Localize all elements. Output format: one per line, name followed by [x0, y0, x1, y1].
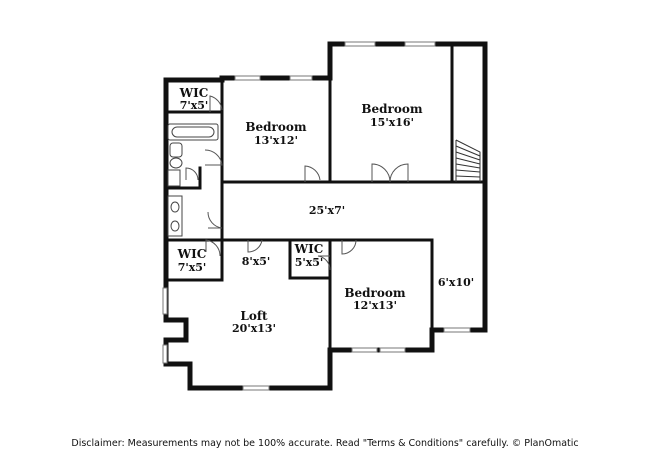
wic-left-label: WIC: [177, 247, 207, 261]
loft-size: 20'x13': [232, 322, 276, 335]
disclaimer-text: Disclaimer: Measurements may not be 100%…: [71, 438, 579, 449]
bedroom-left-size: 13'x12': [254, 134, 298, 147]
bedroom-lower-size: 12'x13': [353, 299, 397, 312]
wic-left-size: 7'x5': [178, 261, 207, 274]
hall-size: 25'x7': [309, 204, 345, 217]
room-labels: WIC 7'x5' Bedroom 13'x12' Bedroom 15'x16…: [177, 86, 474, 335]
wic-top-label: WIC: [179, 86, 209, 100]
loft-label: Loft: [240, 309, 268, 323]
wic-mid-size: 5'x5': [295, 256, 324, 269]
side-hall-size: 6'x10': [438, 276, 474, 289]
bedroom-lower-label: Bedroom: [344, 286, 405, 300]
wic-top-size: 7'x5': [180, 99, 209, 112]
bathroom-fixtures: [167, 123, 219, 237]
doors: [185, 95, 409, 271]
bedroom-left-label: Bedroom: [245, 120, 306, 134]
stairs: [455, 139, 481, 182]
nook-size: 8'x5': [242, 255, 271, 268]
interior-walls: [164, 42, 487, 352]
bedroom-main-size: 15'x16': [370, 116, 414, 129]
bedroom-main-label: Bedroom: [361, 102, 422, 116]
wic-mid-label: WIC: [294, 242, 324, 256]
windows: [162, 41, 471, 391]
